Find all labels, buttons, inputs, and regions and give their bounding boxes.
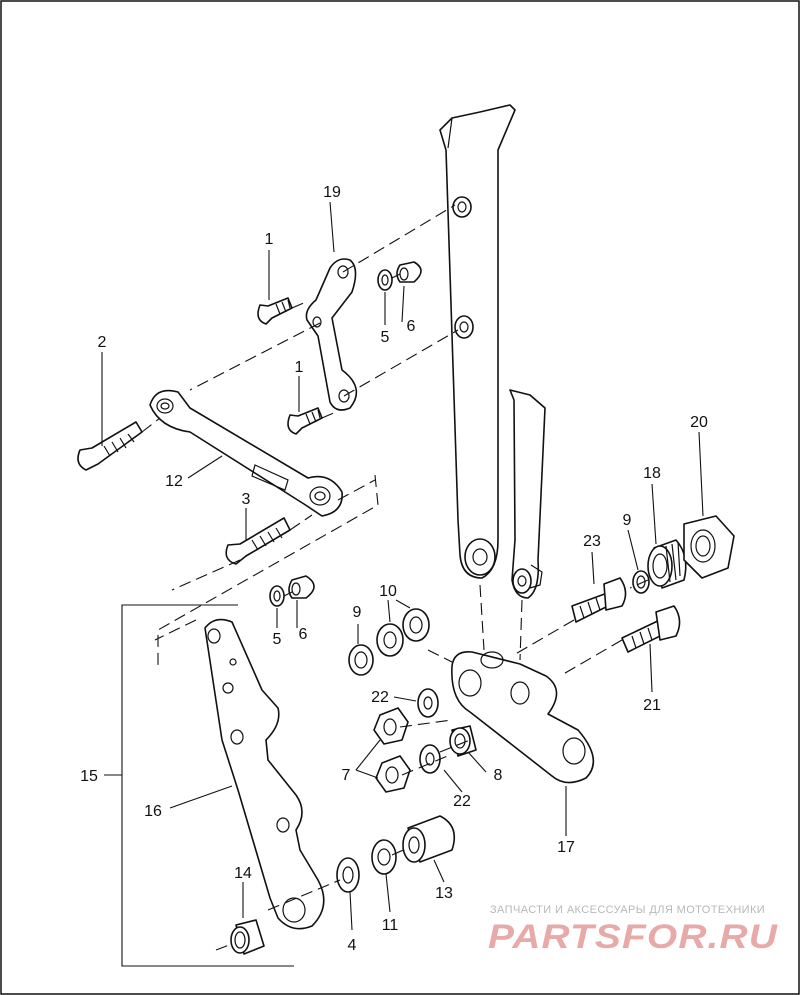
callout-20: 20 <box>690 414 708 431</box>
callout-2: 2 <box>98 334 107 351</box>
frame-downtube-main <box>439 104 516 579</box>
callout-1-lower: 1 <box>295 359 304 376</box>
bolt-21 <box>621 605 681 653</box>
bushing-14 <box>230 919 265 955</box>
link-16 <box>204 618 325 930</box>
group-bracket-15 <box>121 604 294 967</box>
callout-12: 12 <box>165 473 183 490</box>
washer-5-lower <box>269 585 285 607</box>
callout-5-lower: 5 <box>273 631 282 648</box>
spacer-10-a <box>376 623 404 657</box>
callout-5-upper: 5 <box>381 329 390 346</box>
bushing-13 <box>402 815 456 863</box>
washer-9-right <box>632 570 650 594</box>
callout-9-left: 9 <box>353 604 362 621</box>
callout-11: 11 <box>382 917 399 934</box>
callout-1-upper: 1 <box>265 231 274 248</box>
callout-9-right: 9 <box>623 512 632 529</box>
washer-5-upper <box>377 269 393 291</box>
watermark-tagline: ЗАПЧАСТИ И АКСЕССУАРЫ ДЛЯ МОТОТЕХНИКИ <box>490 904 765 916</box>
collar-18 <box>647 539 687 589</box>
callout-10: 10 <box>379 583 397 600</box>
callout-3: 3 <box>242 491 251 508</box>
nut-7-upper <box>373 707 409 745</box>
callout-14: 14 <box>234 865 252 882</box>
frame-downtube-secondary <box>509 389 546 599</box>
screw-3 <box>225 517 291 565</box>
link-12 <box>149 389 343 517</box>
screw-1-lower <box>287 407 323 435</box>
callout-22-upper: 22 <box>371 689 389 706</box>
callout-16: 16 <box>144 803 162 820</box>
acorn-nut-6-lower <box>288 575 315 599</box>
callout-21: 21 <box>643 697 661 714</box>
bolt-23 <box>571 577 627 623</box>
screw-1-upper <box>257 297 293 325</box>
callout-19: 19 <box>323 184 341 201</box>
callout-numbers: 1 1 2 3 4 5 5 6 6 7 8 9 9 10 11 12 13 14… <box>80 184 708 954</box>
callout-17: 17 <box>557 839 575 856</box>
callout-6-upper: 6 <box>407 318 416 335</box>
callout-13: 13 <box>435 885 453 902</box>
bushing-8 <box>449 725 477 757</box>
callout-18: 18 <box>643 465 661 482</box>
bracket-17 <box>451 650 595 784</box>
washer-4 <box>336 857 360 893</box>
callout-23: 23 <box>583 533 601 550</box>
callout-4: 4 <box>348 937 357 954</box>
screw-2 <box>77 421 143 471</box>
bracket-19 <box>305 258 358 411</box>
assembly-dashed-lines <box>141 204 649 951</box>
nut-7-lower <box>375 755 411 793</box>
leader-lines <box>101 201 704 931</box>
washer-11 <box>371 839 397 875</box>
callout-22-lower: 22 <box>453 793 471 810</box>
acorn-nut-6-upper <box>396 261 422 283</box>
callout-6-lower: 6 <box>299 626 308 643</box>
callout-7: 7 <box>342 767 351 784</box>
callout-8: 8 <box>494 767 503 784</box>
callout-15: 15 <box>80 768 98 785</box>
spacer-10-b <box>402 608 430 642</box>
watermark-brand: PARTSFOR.RU <box>488 918 779 956</box>
washer-9-left <box>348 644 374 676</box>
washer-22-upper <box>417 688 439 718</box>
watermark: ЗАПЧАСТИ И АКСЕССУАРЫ ДЛЯ МОТОТЕХНИКИ PA… <box>488 904 779 956</box>
washer-22-lower <box>419 744 441 774</box>
nut-20 <box>683 515 735 579</box>
